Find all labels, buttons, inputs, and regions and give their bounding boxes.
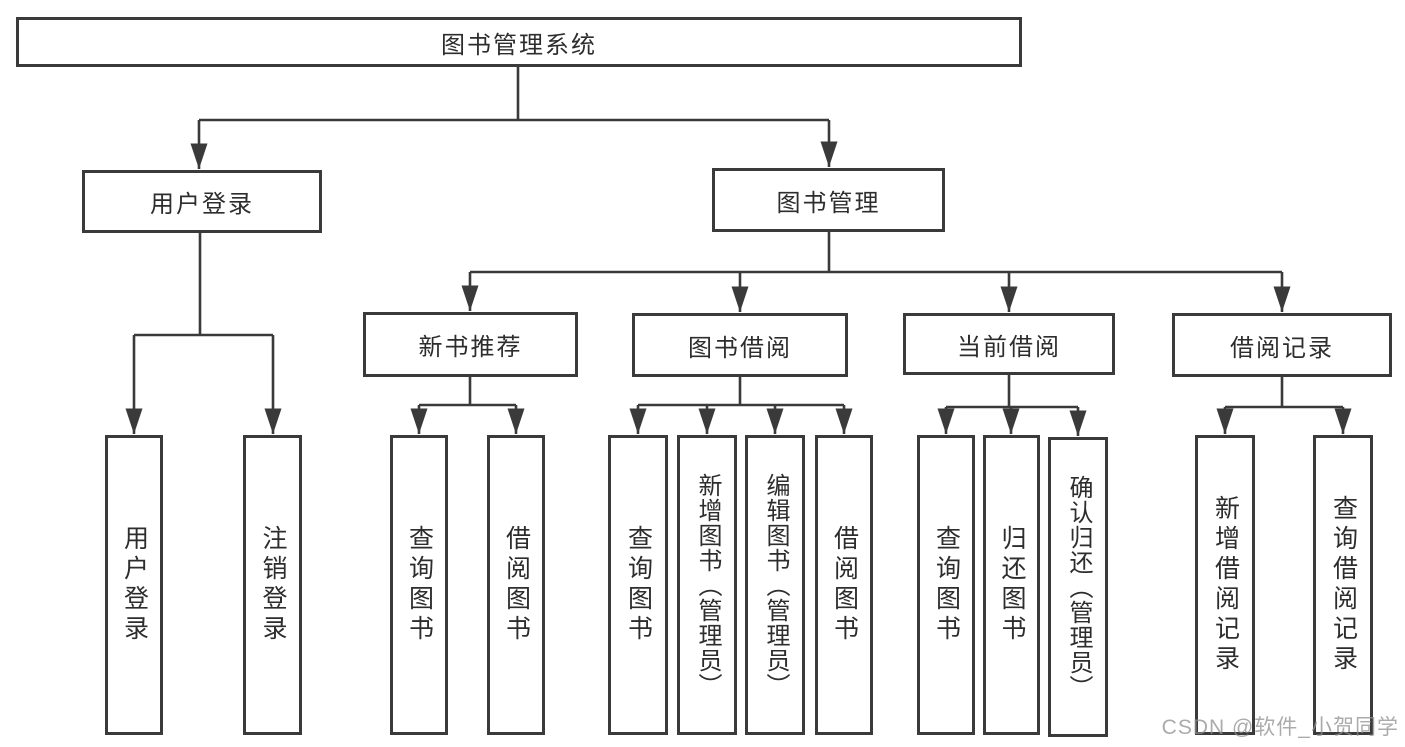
leaf-edit-books-admin: 编辑图书（管理员） [745,435,805,735]
leaf-return-books: 归还图书 [983,435,1040,735]
leaf-query-books-borrowing: 查询图书 [608,435,668,735]
node-book-management: 图书管理 [712,168,945,232]
node-new-book-recommendation: 新书推荐 [363,312,578,377]
leaf-query-books-current: 查询图书 [917,435,975,735]
leaf-add-borrow-record: 新增借阅记录 [1195,435,1255,735]
leaf-borrow-books-recommend: 借阅图书 [487,435,545,735]
leaf-user-login: 用户登录 [105,435,163,735]
csdn-watermark: CSDN @软件_小贺同学 [1161,716,1399,739]
leaf-borrow-books: 借阅图书 [815,435,873,735]
leaf-confirm-return-admin: 确认归还（管理员） [1048,437,1108,737]
node-borrowing-records: 借阅记录 [1172,313,1392,377]
leaf-query-books-recommend: 查询图书 [390,435,448,735]
node-current-borrowing: 当前借阅 [903,313,1115,375]
leaf-logout: 注销登录 [243,435,302,735]
leaf-add-books-admin: 新增图书（管理员） [677,435,737,735]
node-book-borrowing: 图书借阅 [632,313,848,377]
node-library-management-system: 图书管理系统 [16,17,1022,67]
leaf-query-borrow-record: 查询借阅记录 [1313,435,1373,735]
node-user-login-group: 用户登录 [82,170,322,233]
